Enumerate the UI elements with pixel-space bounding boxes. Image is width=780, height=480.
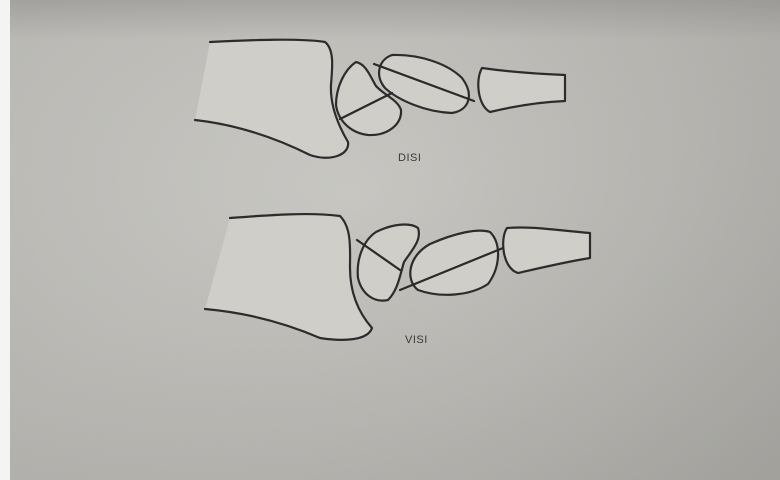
disi-illustration [195,40,565,158]
visi-illustration [205,214,590,340]
visi-label: VISI [405,334,428,346]
disi-label: DISI [398,152,421,164]
disi-metacarpal [478,68,565,112]
visi-radius [205,214,372,340]
visi-capitate [410,231,498,295]
visi-metacarpal [503,227,590,273]
disi-radius [195,40,348,158]
